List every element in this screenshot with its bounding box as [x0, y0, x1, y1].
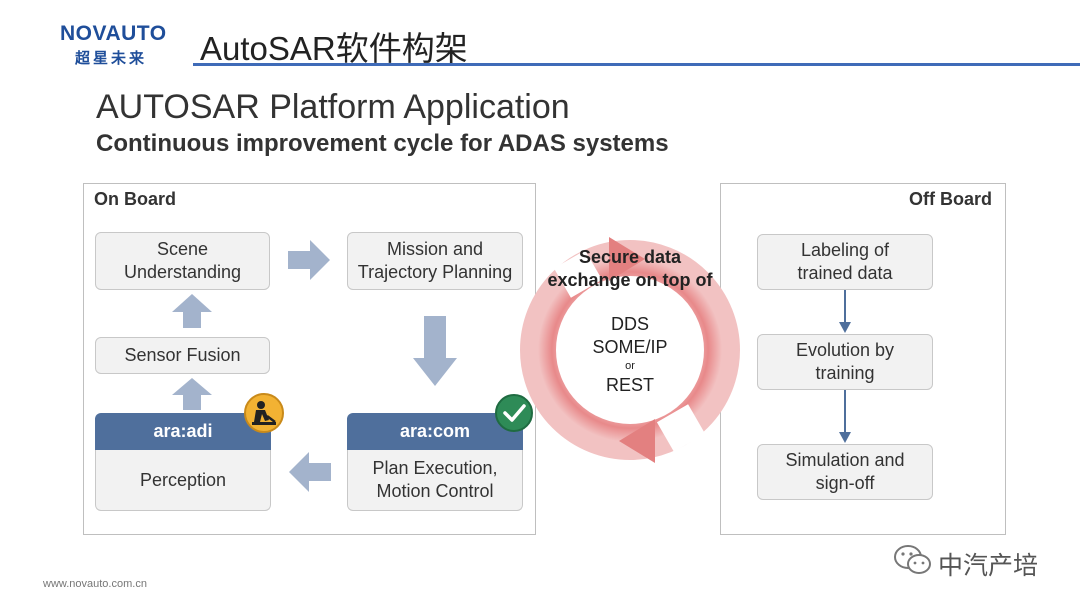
arrow-right-icon — [288, 240, 330, 280]
logo-text: NOVAUTO — [60, 22, 167, 45]
perception-label: Perception — [139, 469, 227, 490]
scene-understanding-box: Scene Understanding — [95, 232, 270, 290]
arrow-up-icon — [172, 378, 212, 410]
evolution-label: Evolution by training — [795, 340, 895, 383]
protocol-or: or — [625, 360, 635, 372]
protocol-rest: REST — [605, 375, 654, 395]
protocol-someip: SOME/IP — [592, 337, 668, 357]
mission-planning-box: Mission and Trajectory Planning — [347, 232, 523, 290]
perception-box: Perception — [95, 450, 271, 511]
cycle-arrow-top — [609, 237, 645, 281]
wechat-icon — [894, 545, 931, 574]
simulation-box: Simulation and sign-off — [757, 444, 933, 500]
slide-title: AutoSAR软件构架 — [200, 30, 468, 67]
sensor-fusion-box: Sensor Fusion — [95, 337, 270, 374]
arrow-down-icon — [413, 316, 457, 386]
check-icon — [495, 394, 533, 432]
protocol-dds: DDS — [610, 314, 649, 334]
sub-heading: Continuous improvement cycle for ADAS sy… — [96, 130, 669, 157]
offboard-arrow-icon — [839, 290, 851, 333]
evolution-box: Evolution by training — [757, 334, 933, 390]
offboard-title: Off Board — [909, 189, 992, 209]
wechat-account-name: 中汽产培 — [938, 552, 1039, 580]
title-underline — [193, 63, 1080, 66]
cycle-ring — [520, 237, 740, 463]
footer-url: www.novauto.com.cn — [43, 578, 147, 590]
plan-execution-label: Plan Execution, Motion Control — [372, 458, 498, 501]
plan-execution-box: Plan Execution, Motion Control — [347, 450, 523, 511]
labeling-label: Labeling of trained data — [797, 240, 893, 283]
offboard-arrow-icon — [839, 390, 851, 443]
mission-planning-label: Mission and Trajectory Planning — [357, 239, 513, 282]
logo-subtext: 超星未来 — [75, 50, 148, 67]
simulation-label: Simulation and sign-off — [785, 450, 905, 493]
arrow-left-icon — [289, 452, 331, 492]
scene-understanding-label: Scene Understanding — [123, 239, 242, 282]
main-heading: AUTOSAR Platform Application — [96, 88, 570, 126]
construction-worker-icon — [244, 393, 284, 433]
cycle-arrow-bottom — [619, 419, 655, 463]
onboard-title: On Board — [94, 189, 177, 209]
arrow-up-icon — [172, 294, 212, 328]
exchange-title: Secure data exchange on top of — [547, 247, 713, 290]
ara-adi-header: ara:adi — [95, 413, 271, 450]
labeling-box: Labeling of trained data — [757, 234, 933, 290]
sensor-fusion-label: Sensor Fusion — [124, 345, 241, 365]
ara-com-header: ara:com — [347, 413, 523, 450]
